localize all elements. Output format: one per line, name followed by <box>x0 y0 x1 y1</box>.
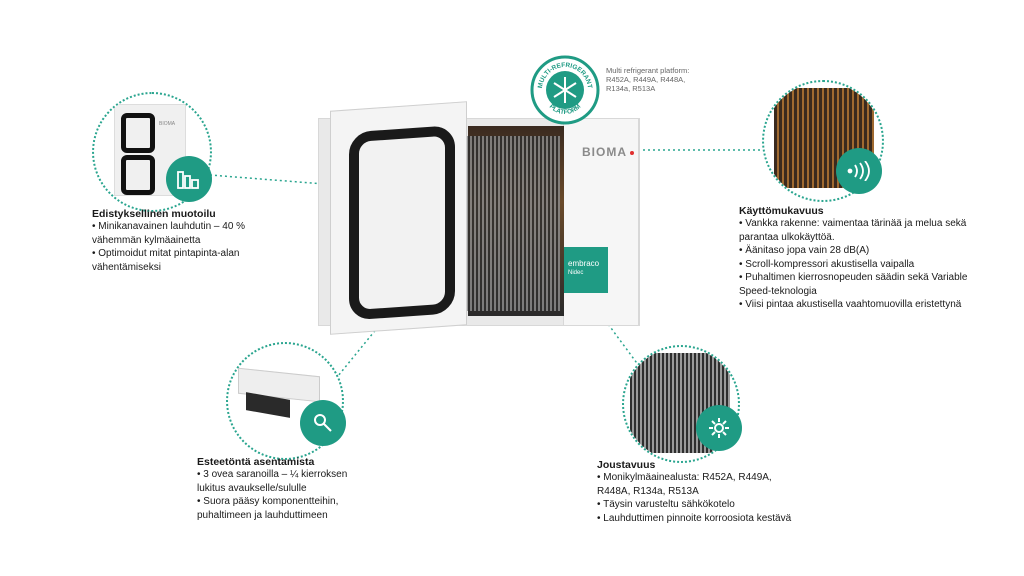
feature-design: Edistyksellinen muotoilu • Minikanavaine… <box>92 208 245 274</box>
refrigerant-note: Multi refrigerant platform: R452A, R449A… <box>606 66 690 93</box>
feature-flex-bullets: • Monikylmäainealusta: R452A, R449A, R44… <box>597 472 792 524</box>
embraco-label: embraco Nidec <box>562 247 608 293</box>
feature-comfort-bullets: • Vankka rakenne: vaimentaa tärinää ja m… <box>739 218 968 310</box>
feature-design-title: Edistyksellinen muotoilu <box>92 208 216 220</box>
multi-refrigerant-badge: MULTI-REFRIGERANT PLATFORM <box>530 55 600 125</box>
unit-door <box>330 101 467 335</box>
unit-side-panel: BIOMA embraco Nidec <box>562 118 639 326</box>
snowflake-icon <box>553 77 577 103</box>
status-led <box>630 151 634 155</box>
feature-install-bullets: • 3 ovea saranoilla – ¼ kierroksen lukit… <box>197 469 348 521</box>
bars-chart-icon <box>166 156 212 202</box>
gear-icon <box>696 405 742 451</box>
feature-comfort-title: Käyttömukavuus <box>739 205 824 217</box>
condensing-unit: BIOMA embraco Nidec <box>318 101 648 335</box>
feature-install-title: Esteetöntä asentamista <box>197 456 315 468</box>
feature-install: Esteetöntä asentamista • 3 ovea saranoil… <box>197 456 347 522</box>
unit-brand: BIOMA <box>582 145 627 159</box>
sound-waves-icon <box>836 148 882 194</box>
design-thumbnail: BIOMA <box>92 92 212 212</box>
feature-design-bullets: • Minikanavainen lauhdutin – 40 % vähemm… <box>92 221 246 273</box>
feature-flex-title: Joustavuus <box>597 459 656 471</box>
door-window <box>349 125 455 321</box>
feature-flex: Joustavuus • Monikylmäainealusta: R452A,… <box>597 459 791 525</box>
wrench-icon <box>300 400 346 446</box>
feature-comfort: Käyttömukavuus • Vankka rakenne: vaiment… <box>739 205 967 312</box>
